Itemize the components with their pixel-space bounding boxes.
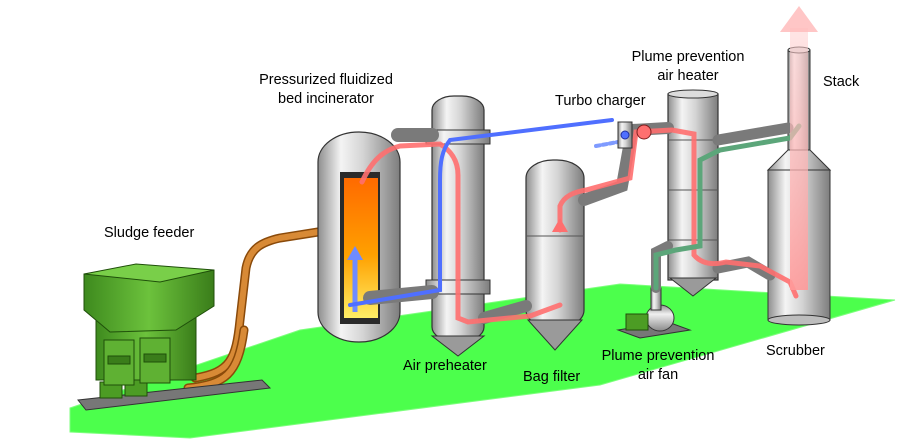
turbo-charger	[617, 121, 652, 149]
label-sludge-feeder: Sludge feeder	[104, 225, 195, 241]
label-bag-filter: Bag filter	[523, 369, 581, 385]
bag-filter-flow-arrow	[552, 218, 568, 232]
label-plume-heater: Plume prevention air heater	[618, 48, 758, 86]
label-incinerator-line1: Pressurized fluidized	[259, 72, 393, 88]
clean-gas-flow	[653, 123, 802, 291]
label-turbo-charger: Turbo charger	[555, 93, 646, 109]
exhaust-plume-arrow	[780, 6, 818, 290]
sludge-feeder	[77, 263, 272, 411]
label-plume-heater-line1: Plume prevention	[631, 49, 745, 65]
label-air-preheater: Air preheater	[403, 358, 487, 374]
plume-fan	[616, 287, 692, 339]
label-plume-fan: Plume prevention air fan	[588, 347, 728, 385]
label-plume-fan-line1: Plume prevention	[601, 348, 715, 364]
label-scrubber: Scrubber	[766, 343, 825, 359]
bag-filter	[525, 159, 585, 351]
label-incinerator: Pressurized fluidized bed incinerator	[236, 71, 416, 109]
label-plume-heater-line2: air heater	[657, 68, 719, 84]
combustion-air-flow	[348, 118, 620, 307]
label-incinerator-line2: bed incinerator	[278, 91, 374, 107]
incinerator-vessel	[317, 131, 401, 343]
label-stack: Stack	[823, 74, 860, 90]
flue-gas-flow	[359, 127, 799, 325]
label-plume-fan-line2: air fan	[637, 367, 679, 383]
